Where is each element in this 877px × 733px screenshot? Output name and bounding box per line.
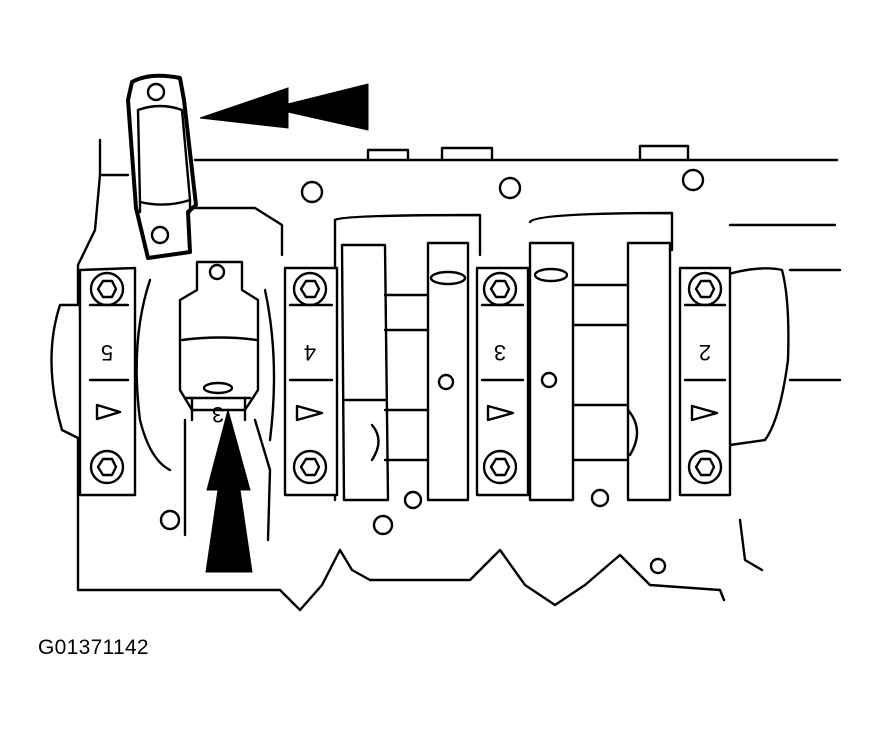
figure-id-label: G01371142 (38, 636, 149, 659)
bolt-icon (489, 457, 511, 477)
bearing-cap-4: 4 (283, 266, 339, 497)
cap-number-5: 5 (101, 340, 113, 365)
cap-number-4: 4 (304, 340, 316, 365)
triangle-mark-icon (95, 403, 122, 421)
triangle-mark-icon (295, 404, 324, 422)
bolt-icon (694, 279, 716, 299)
engine-block-outline (76, 138, 842, 612)
bolt-icon (96, 279, 118, 299)
bearing-cap-2: 2 (678, 266, 732, 497)
triangle-mark-icon (690, 404, 719, 422)
bolt-icon (96, 457, 118, 477)
bearing-cap-5: 5 (78, 266, 137, 497)
arrow-left-icon (199, 83, 369, 131)
arrow-up-icon (205, 408, 253, 573)
triangle-mark-icon (486, 404, 515, 422)
cap-number-3-center: 3 (212, 402, 224, 427)
bearing-cap-3: 3 (475, 266, 530, 497)
bolt-icon (489, 279, 511, 299)
center-bearing-area: 3 (178, 260, 272, 542)
bolt-icon (299, 279, 321, 299)
bolt-icon (694, 457, 716, 477)
removed-bearing-cap (126, 73, 198, 260)
crankshaft (50, 211, 790, 502)
bolt-icon (299, 457, 321, 477)
cap-number-2: 2 (699, 340, 711, 365)
cap-number-3: 3 (494, 340, 506, 365)
